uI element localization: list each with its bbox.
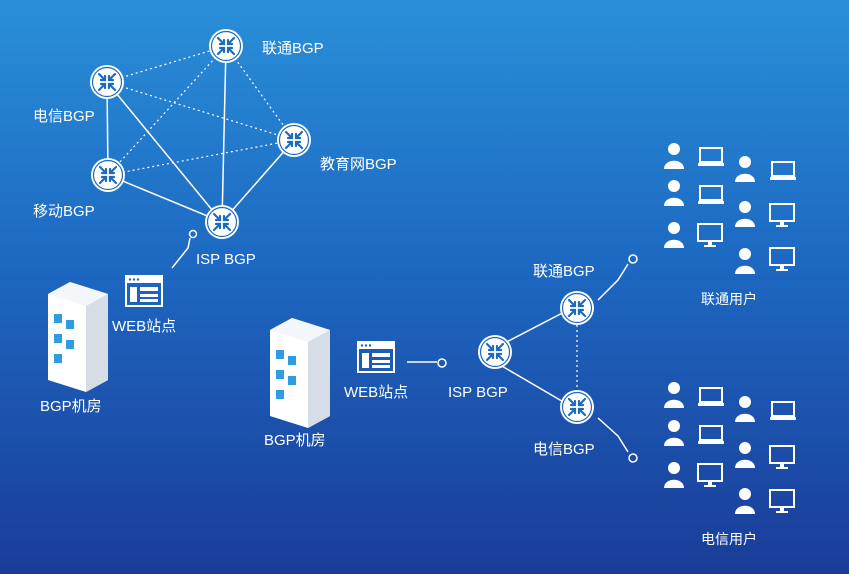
laptop-icon <box>769 401 797 421</box>
user-icon <box>735 442 755 468</box>
laptop-icon <box>697 425 725 445</box>
user-icon <box>664 382 684 408</box>
router-icon <box>203 203 241 241</box>
web-page-icon <box>357 341 395 373</box>
right-unicom-bgp-label: 联通BGP <box>533 263 595 280</box>
user-icon <box>664 462 684 488</box>
monitor-icon <box>769 247 795 272</box>
user-icon <box>664 420 684 446</box>
router-icon <box>476 333 514 371</box>
unicom-users-label: 联通用户 <box>701 291 757 307</box>
telecom-user-port <box>628 453 638 463</box>
unicom-user-port <box>628 254 638 264</box>
server-rack-icon <box>270 318 330 428</box>
user-icon <box>664 143 684 169</box>
telecom-users-cluster <box>664 382 797 514</box>
left-web-isp-connector <box>171 229 198 269</box>
user-icon <box>735 248 755 274</box>
left-telecom-bgp-label: 电信BGP <box>33 108 95 125</box>
monitor-icon <box>769 445 795 470</box>
right-telecom-bgp-label: 电信BGP <box>533 441 595 458</box>
user-icon <box>664 180 684 206</box>
right-web-site-label: WEB站点 <box>344 384 409 401</box>
monitor-icon <box>769 203 795 228</box>
right-isp-bgp-label: ISP BGP <box>448 384 508 401</box>
router-icon <box>558 388 596 426</box>
left-datacenter-label: BGP机房 <box>40 398 102 415</box>
right-datacenter-label: BGP机房 <box>264 432 326 449</box>
server-rack-icon <box>48 282 108 392</box>
user-icon <box>735 156 755 182</box>
left-mesh-dotted-links <box>106 45 295 176</box>
right-links <box>407 263 629 453</box>
router-icon <box>207 27 245 65</box>
user-icon <box>735 488 755 514</box>
left-isp-bgp-label: ISP BGP <box>196 251 256 268</box>
unicom-users-cluster <box>664 143 797 274</box>
left-web-site-label: WEB站点 <box>112 318 177 335</box>
laptop-icon <box>697 387 725 407</box>
user-icon <box>735 396 755 422</box>
monitor-icon <box>697 463 723 488</box>
left-mobile-bgp-label: 移动BGP <box>33 203 95 220</box>
left-edu-bgp-label: 教育网BGP <box>320 156 397 173</box>
left-mesh-solid-links <box>106 45 295 223</box>
monitor-icon <box>769 489 795 514</box>
right-web-port <box>437 358 447 368</box>
router-icon <box>558 289 596 327</box>
router-icon <box>275 121 313 159</box>
router-icon <box>89 156 127 194</box>
monitor-icon <box>697 223 723 248</box>
laptop-icon <box>697 185 725 205</box>
user-icon <box>735 201 755 227</box>
left-unicom-bgp-label: 联通BGP <box>262 40 324 57</box>
laptop-icon <box>769 161 797 181</box>
laptop-icon <box>697 147 725 167</box>
telecom-users-label: 电信用户 <box>701 531 757 547</box>
web-page-icon <box>125 275 163 307</box>
router-icon <box>88 63 126 101</box>
user-icon <box>664 222 684 248</box>
